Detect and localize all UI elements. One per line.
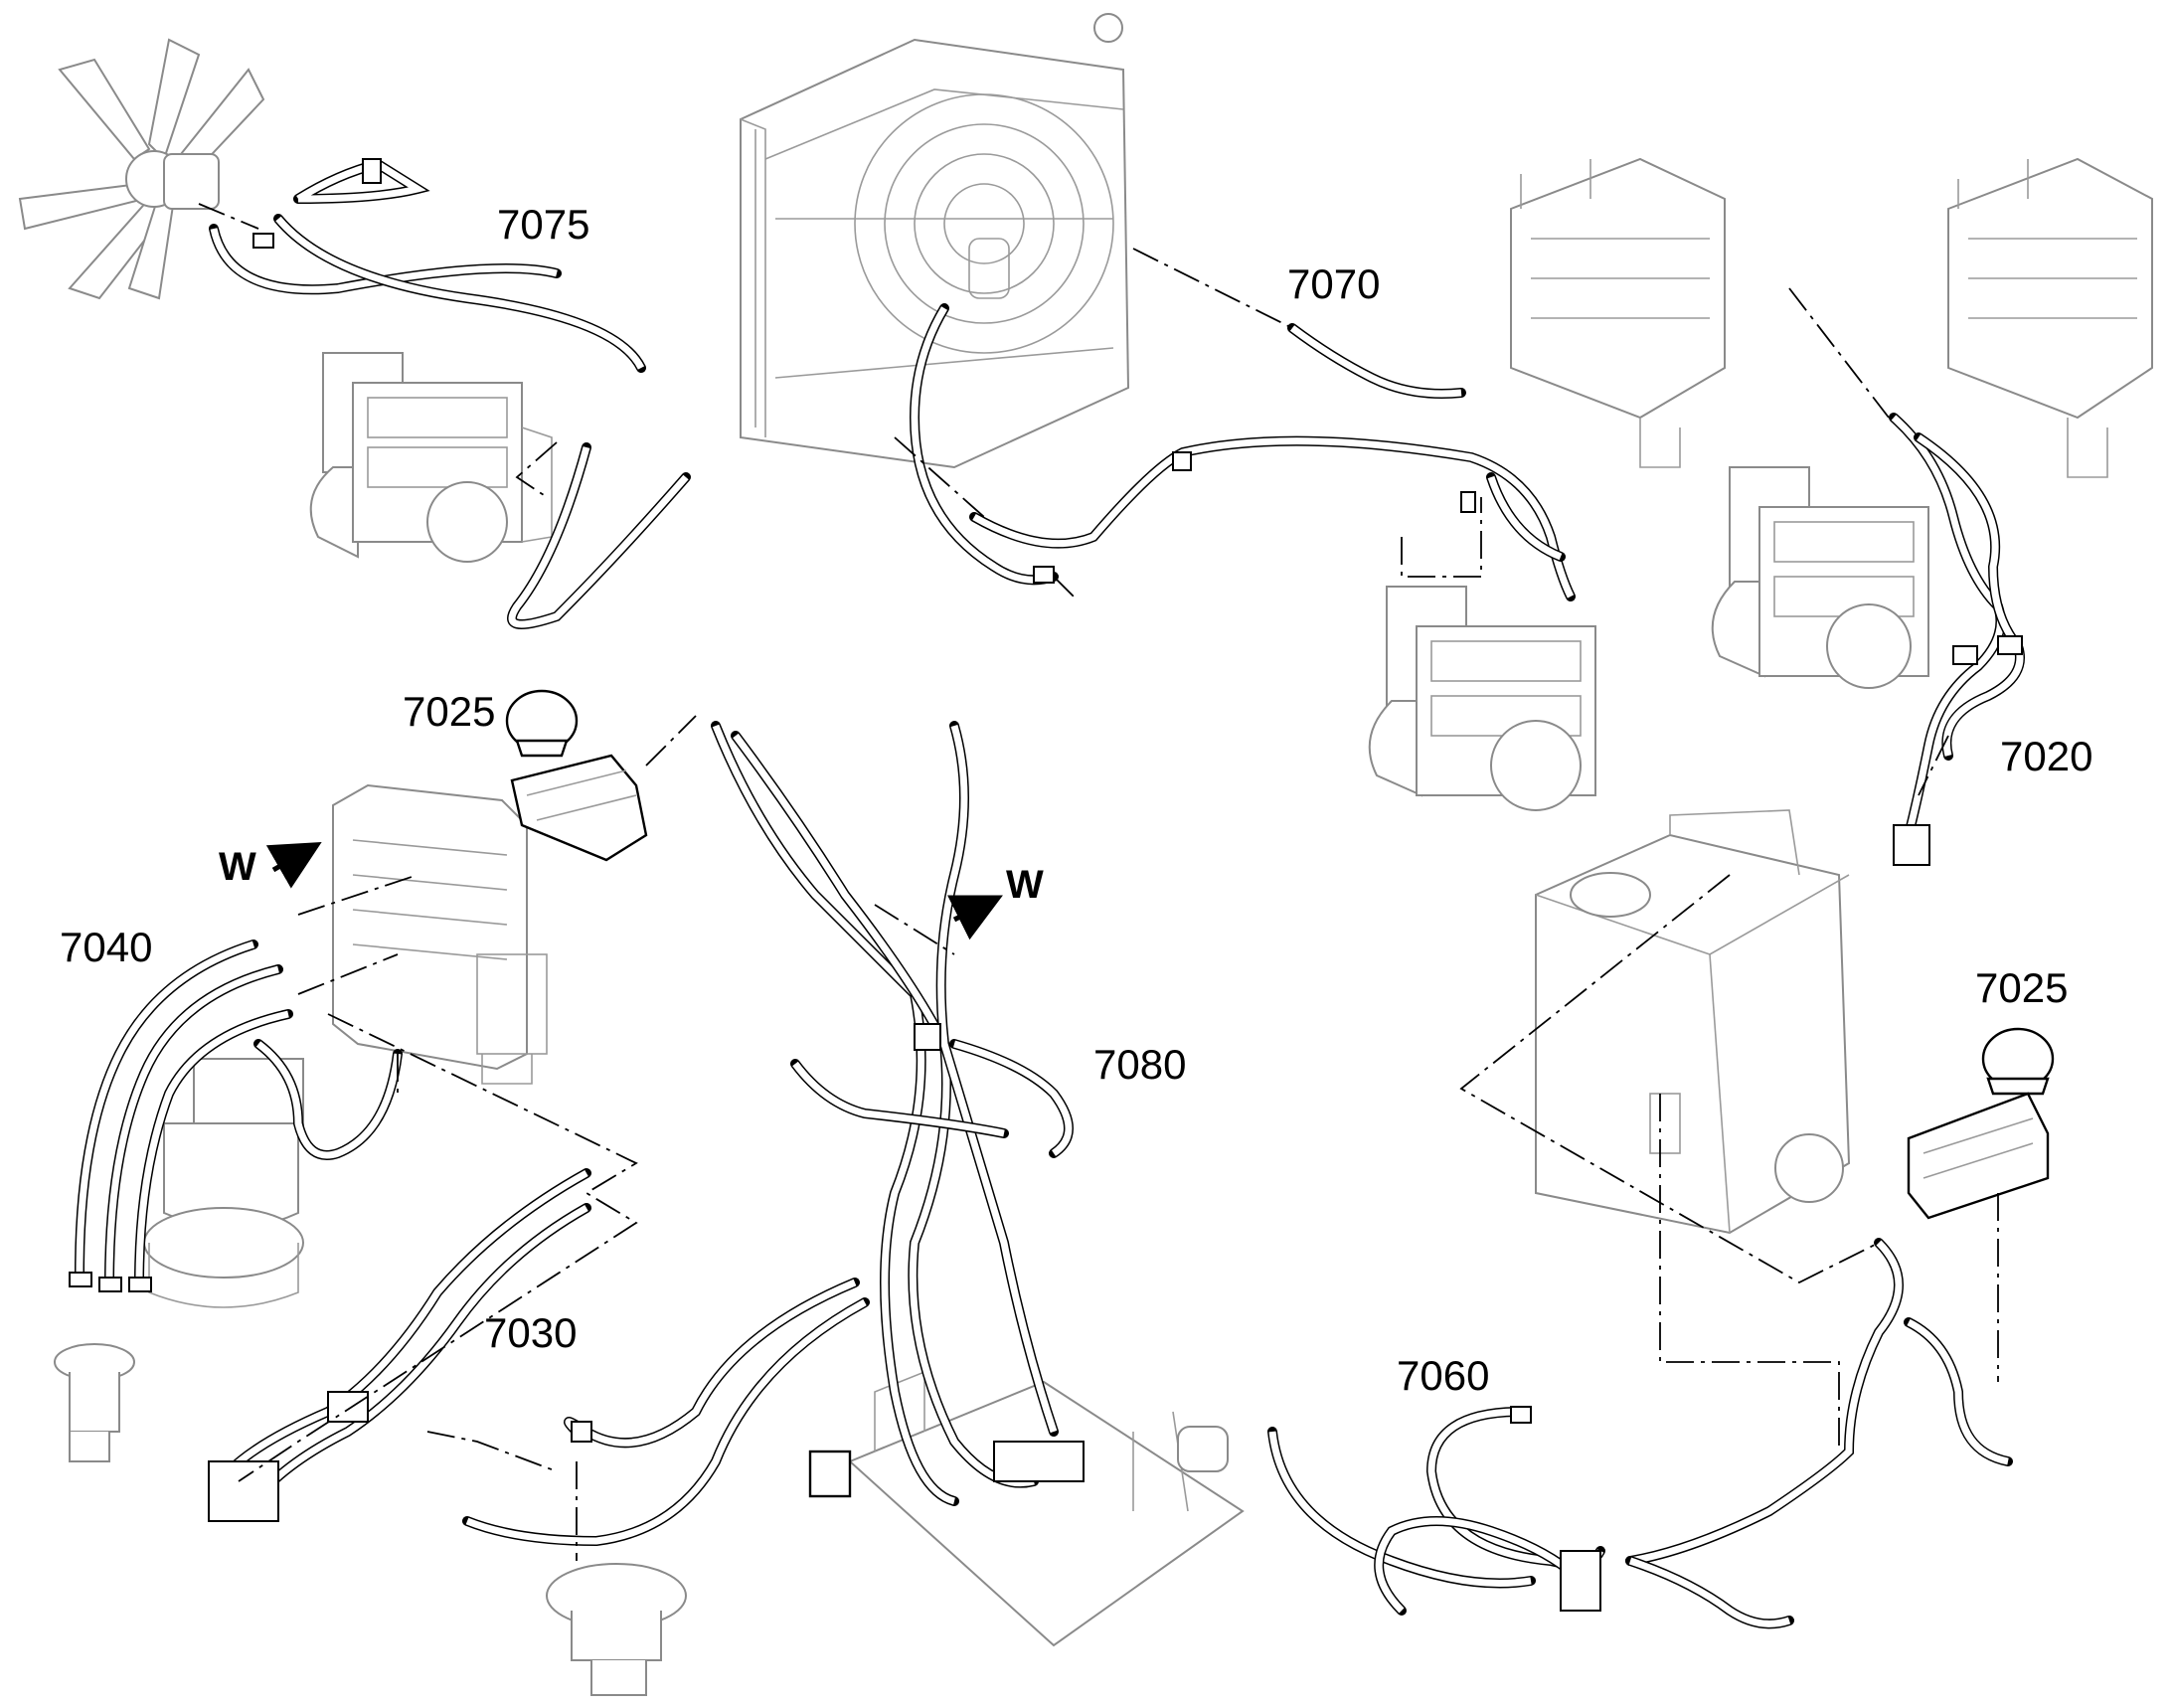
accumulator-valve-right [1907,1027,2055,1220]
hose-group-7030 [208,1168,591,1522]
swivel-joint-left [54,1343,135,1462]
valve-frame-top-1 [1510,157,1726,468]
label-7060: 7060 [1397,1352,1490,1399]
label-view-w-right: W [1006,863,1044,907]
control-valve-block [332,783,548,1085]
label-7030: 7030 [484,1309,578,1356]
hose-group-7075 [209,158,691,629]
hose-group-7040 [69,939,403,1292]
hose-group-7080 [462,721,1085,1547]
valve-frame-top-2 [1947,157,2153,478]
label-7025-right: 7025 [1975,964,2069,1011]
hose-group-7070 [909,303,1576,601]
label-7020: 7020 [2000,733,2093,779]
label-7070: 7070 [1287,260,1381,307]
assembly-centerlines [198,203,1999,1561]
pump-unit-right [1711,466,1929,689]
label-7080: 7080 [1093,1041,1187,1088]
swivel-joint-bottom [546,1563,687,1696]
accumulator-valve-left [505,689,648,862]
swing-motor-left [143,1058,304,1308]
label-7040: 7040 [60,924,153,970]
pump-unit-top-left [309,352,553,563]
frame-plate [808,1370,1245,1647]
view-arrow-w-right [947,895,1003,940]
cooling-fan [18,38,265,300]
hydraulic-tank [1535,809,1851,1235]
hose-group-7060 [1267,1238,2013,1629]
view-arrow-w-left [265,842,322,889]
pump-unit-center [1368,586,1596,811]
radiator [740,13,1130,469]
label-7025-left: 7025 [403,688,496,735]
label-7075: 7075 [497,201,590,248]
label-view-w-left: W [219,845,256,889]
hose-group-7020 [1889,413,2025,866]
